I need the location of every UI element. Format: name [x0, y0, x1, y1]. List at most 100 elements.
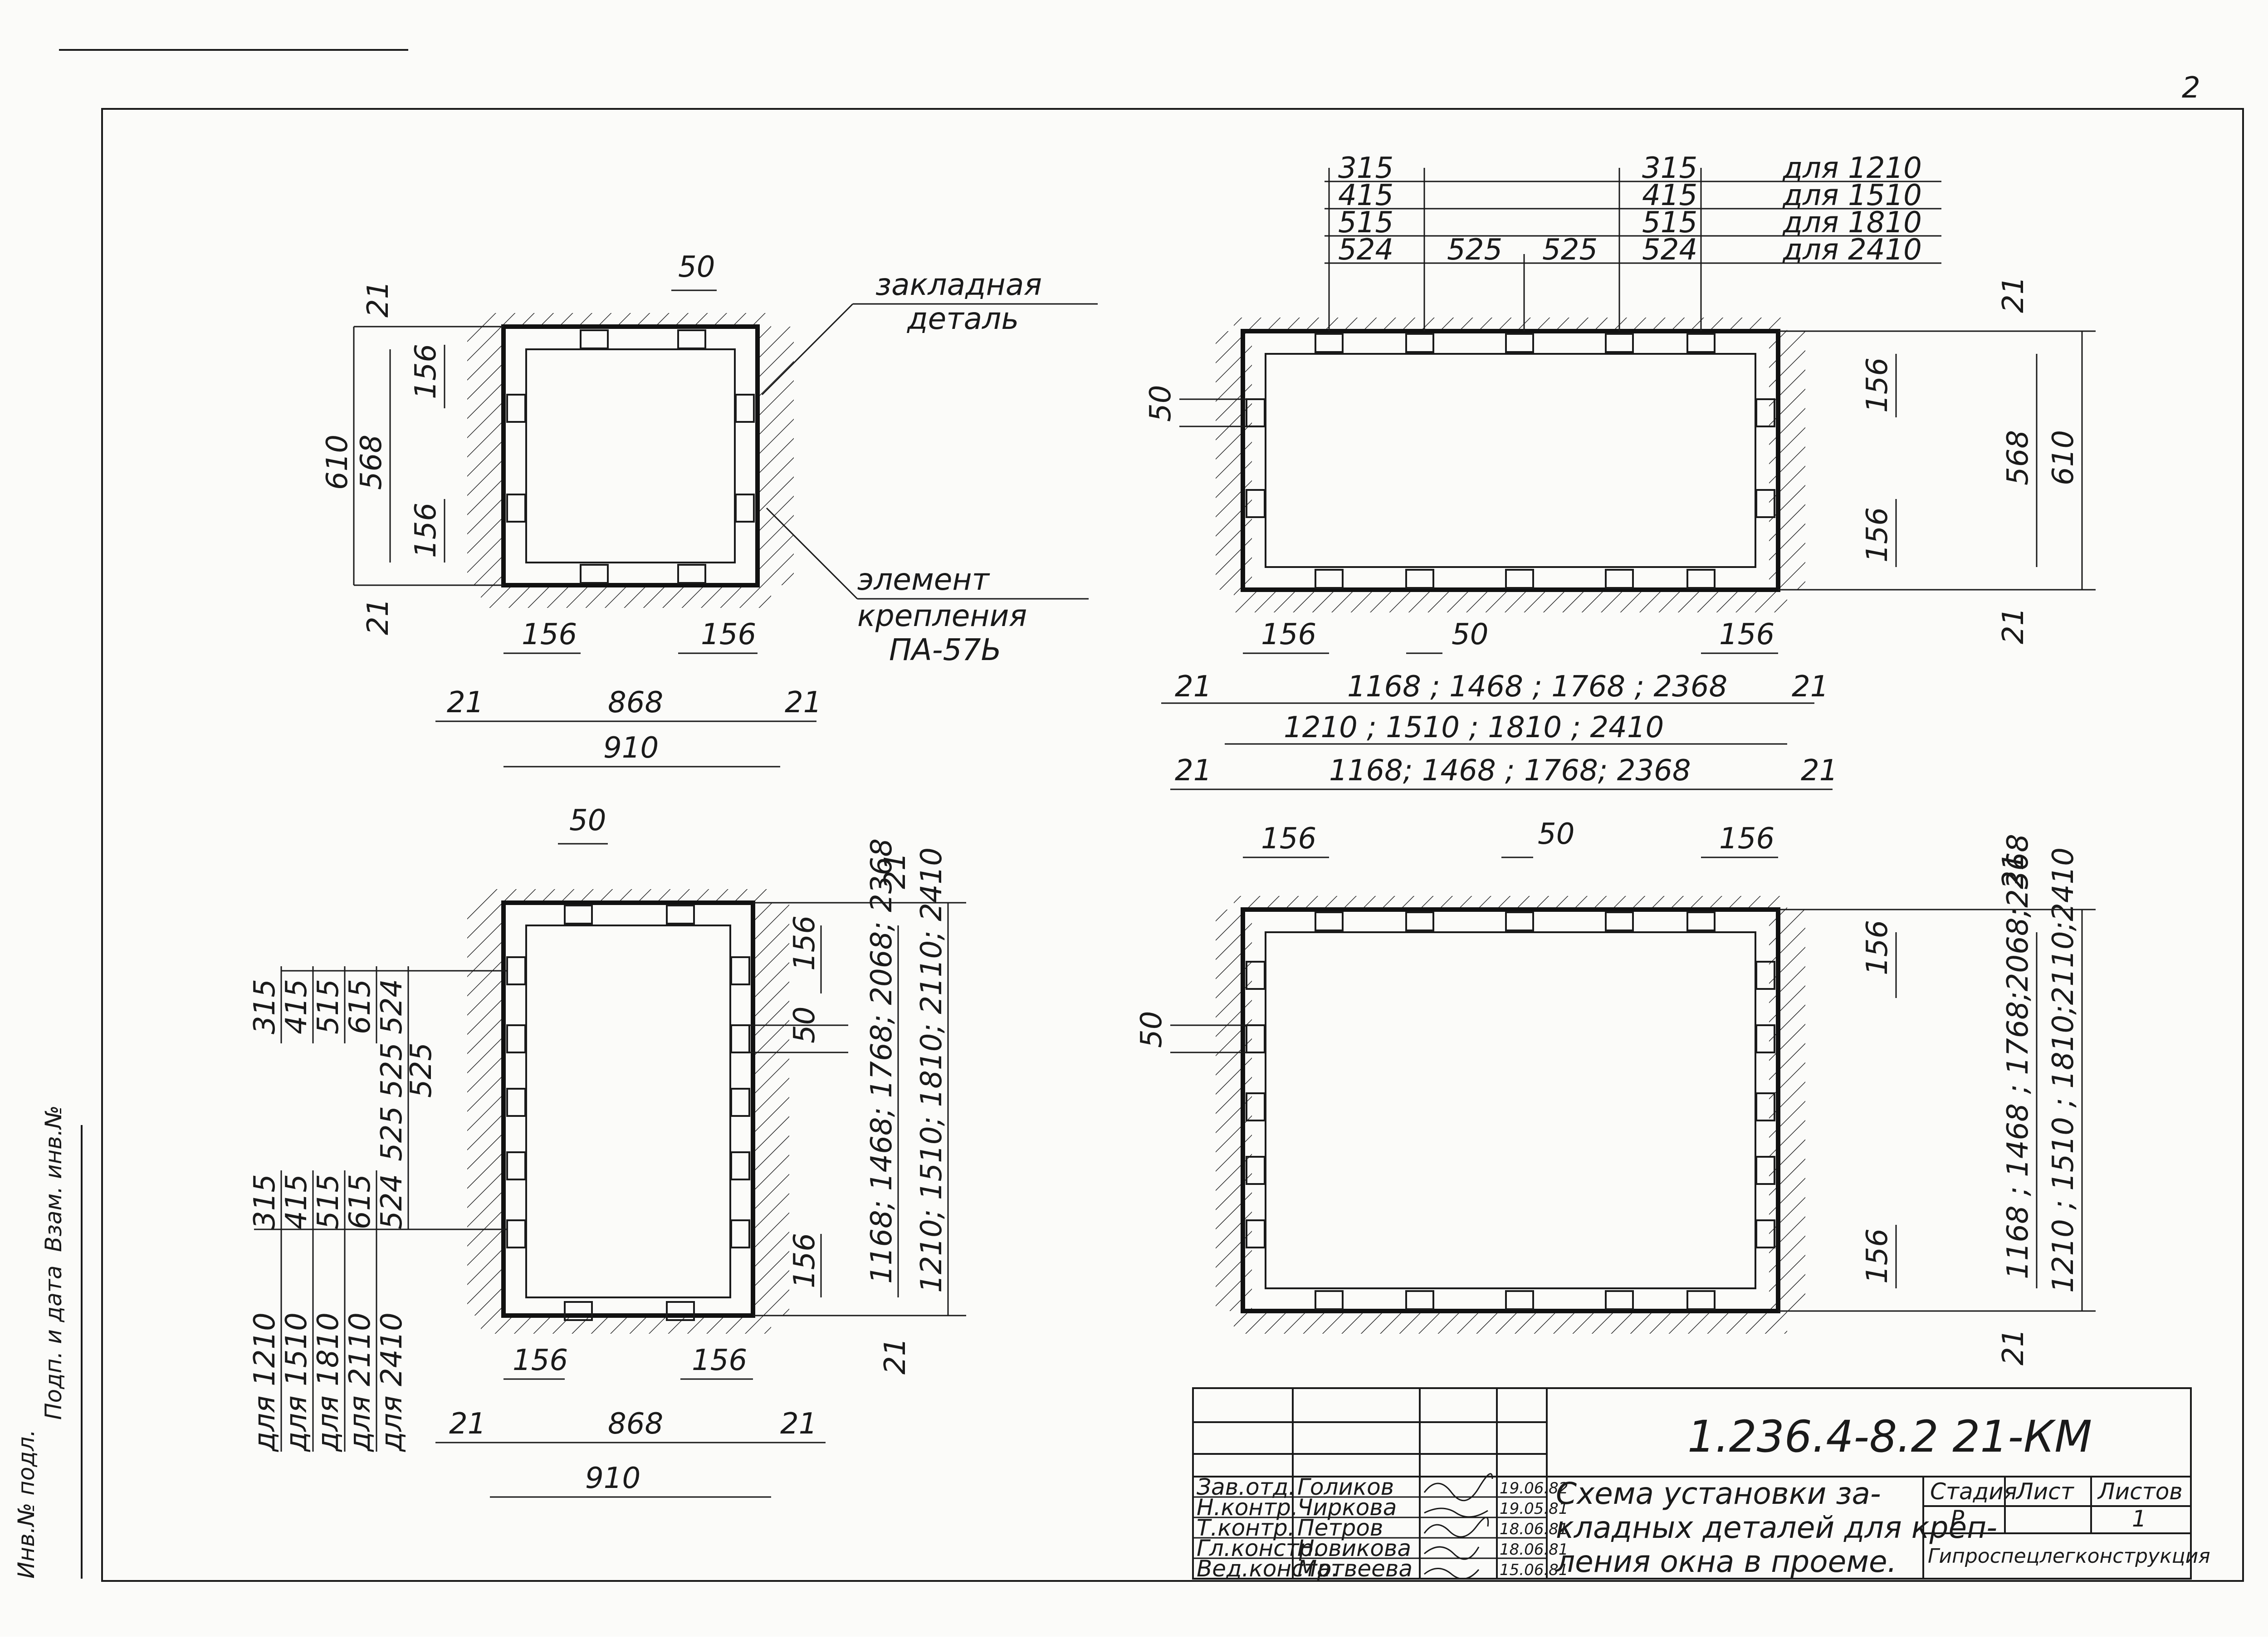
fig3-bottom-415: 415	[280, 1174, 313, 1229]
fig3-top-415: 415	[280, 979, 313, 1034]
fig3-anchors	[506, 905, 750, 1321]
fig4-inner-widths: 1168; 1468 ; 1768; 2368	[1329, 754, 1691, 788]
figure-3-vertical-window: 50 315 415 515 615 524 525 525 525 315 4…	[248, 804, 966, 1498]
fig1-hatch-bottom	[481, 585, 771, 608]
fig4-heights-outer: 1210 ; 1510 ; 1810;2110;2410	[2047, 847, 2080, 1293]
fig3-frame-outer	[501, 900, 755, 1318]
fig3-bottom-156-left: 156	[513, 1344, 568, 1377]
fig3-right-156: 156	[788, 915, 821, 971]
fig2-outer-widths: 1210 ; 1510 ; 1810 ; 2410	[1284, 711, 1664, 744]
callout-fastening-line1: элемент	[857, 562, 991, 597]
fig2-left-415: 415	[1338, 179, 1393, 212]
fig4-top-21: 21	[1997, 852, 2030, 889]
row-role: Гл.констр.	[1197, 1535, 1320, 1561]
fig1-side-21-left: 21	[447, 686, 484, 719]
fig3-mid-525-b: 525	[375, 1106, 409, 1161]
figure-2-horizontal-window: 315 415 515 524 315 415 515 524 для 1210…	[1144, 152, 2096, 745]
title-block: 1.236.4-8.2 21-КМ Схема установки за- кл…	[1192, 1387, 2210, 1582]
fig3-top-515: 515	[312, 979, 345, 1034]
title-line-2: кладных деталей для креп-	[1556, 1510, 1997, 1545]
fig2-mid-525-a: 525	[1447, 233, 1502, 267]
fig3-label-2110: для 2110	[343, 1312, 377, 1452]
fig3-top-21: 21	[879, 852, 912, 889]
fig2-height-outer: 610	[2047, 430, 2080, 485]
row-date: 15.06.81	[1500, 1561, 1568, 1579]
fig1-left-156-top: 156	[409, 344, 443, 399]
fig2-left-524: 524	[1338, 233, 1393, 267]
fig2-right-415: 415	[1642, 179, 1697, 212]
fig4-left-50: 50	[1135, 1011, 1168, 1048]
row-name: Матвеева	[1297, 1556, 1413, 1582]
fig3-right-bottom-156: 156	[788, 1233, 821, 1288]
handwritten-signatures	[1423, 1473, 1493, 1580]
row-date: 19.05.81	[1500, 1500, 1568, 1518]
fig3-label-1510: для 1510	[280, 1312, 313, 1452]
fig3-mid-525-a: 525	[375, 1042, 409, 1098]
row-role: Вед.констр.	[1197, 1556, 1339, 1582]
row-role: Зав.отд.	[1197, 1474, 1295, 1500]
fig2-right-156-bottom: 156	[1861, 507, 1894, 563]
fig3-top-315: 315	[248, 979, 282, 1034]
fig2-right-524: 524	[1642, 233, 1697, 267]
fig3-side-21-right: 21	[780, 1407, 817, 1441]
fig4-side-21-right: 21	[1801, 754, 1838, 788]
fig2-frame-outer	[1241, 329, 1780, 592]
fig2-left-50: 50	[1144, 385, 1178, 422]
fig1-side-21-right: 21	[785, 686, 821, 719]
figure-4-large-window: 21 21 1168; 1468 ; 1768; 2368 156 50 156	[1135, 754, 2096, 1365]
figure-1-window-910x610: 610 568 156 156 21 21 50 156 156 868 21 …	[321, 250, 821, 768]
fig2-hatch-bottom	[1234, 590, 1787, 612]
fig3-label-2410: для 2410	[375, 1312, 409, 1452]
fig3-bottom-156-right: 156	[692, 1344, 747, 1377]
stage-label: Стадия	[1930, 1478, 2017, 1505]
fig3-top-524: 524	[375, 979, 409, 1034]
fig1-bottom-21: 21	[362, 598, 395, 635]
fig2-bottom-156-right: 156	[1719, 618, 1774, 651]
callout-embedded-line2: деталь	[907, 301, 1019, 336]
sheet-value: 1	[2132, 1506, 2146, 1532]
fig2-side-21-left: 21	[1175, 670, 1212, 704]
fig3-bottom-524: 524	[375, 1174, 409, 1229]
callout-embedded-part: закладная деталь	[761, 267, 1098, 396]
fig1-anchors	[506, 329, 755, 584]
stage-value: Р	[1950, 1506, 1965, 1532]
fig2-right-156-top: 156	[1861, 357, 1894, 413]
row-date: 18.06.81	[1500, 1520, 1568, 1538]
fig1-top-50: 50	[678, 250, 715, 284]
callout-fastening-line2: крепления	[857, 598, 1027, 633]
fig2-anchors	[1246, 333, 1775, 589]
title-line-1: Схема установки за-	[1556, 1476, 1881, 1511]
title-block-code: 1.236.4-8.2 21-КМ	[1687, 1411, 2092, 1462]
fig3-hatch-left	[467, 903, 503, 1316]
fig3-outer-width: 910	[585, 1462, 640, 1495]
callout-fastening-line3: ПА-57Ь	[889, 632, 1002, 667]
fig3-heights-inner: 1168; 1468; 1768; 2068; 2368	[865, 838, 899, 1284]
fig2-label-1210: для 1210	[1782, 152, 1922, 185]
fig4-top-156-left: 156	[1261, 822, 1316, 856]
fig1-inner-width: 868	[608, 686, 663, 719]
fig3-side-21-left: 21	[449, 1407, 486, 1441]
fig1-hatch-left	[467, 327, 503, 585]
fig4-heights-inner: 1168 ; 1468 ; 1768;2068;2368	[2001, 834, 2035, 1279]
fig2-bottom-50: 50	[1452, 618, 1488, 651]
row-date: 19.06.82	[1500, 1479, 1568, 1497]
fig2-label-1810: для 1810	[1782, 206, 1922, 240]
organization: Гипроспецлегконструкция	[1928, 1545, 2210, 1568]
fig2-right-315: 315	[1642, 152, 1697, 185]
fig4-top-50: 50	[1538, 817, 1574, 851]
fig2-right-515: 515	[1642, 206, 1697, 240]
fig1-top-21: 21	[362, 281, 395, 318]
row-date: 18.06.81	[1500, 1541, 1568, 1559]
fig3-bottom-21: 21	[879, 1338, 912, 1375]
title-line-3: ления окна в проеме.	[1555, 1544, 1897, 1579]
callout-embedded-line1: закладная	[875, 267, 1042, 302]
fig4-top-156-right: 156	[1719, 822, 1774, 856]
fig4-side-21-left: 21	[1175, 754, 1212, 788]
fig4-frame-inner	[1265, 931, 1756, 1289]
fig1-bottom-156-left: 156	[522, 618, 577, 651]
fig1-frame-inner	[525, 348, 736, 563]
fig3-bottom-515: 515	[312, 1174, 345, 1229]
fig2-label-1510: для 1510	[1782, 179, 1922, 212]
fig4-frame-outer	[1241, 907, 1780, 1313]
